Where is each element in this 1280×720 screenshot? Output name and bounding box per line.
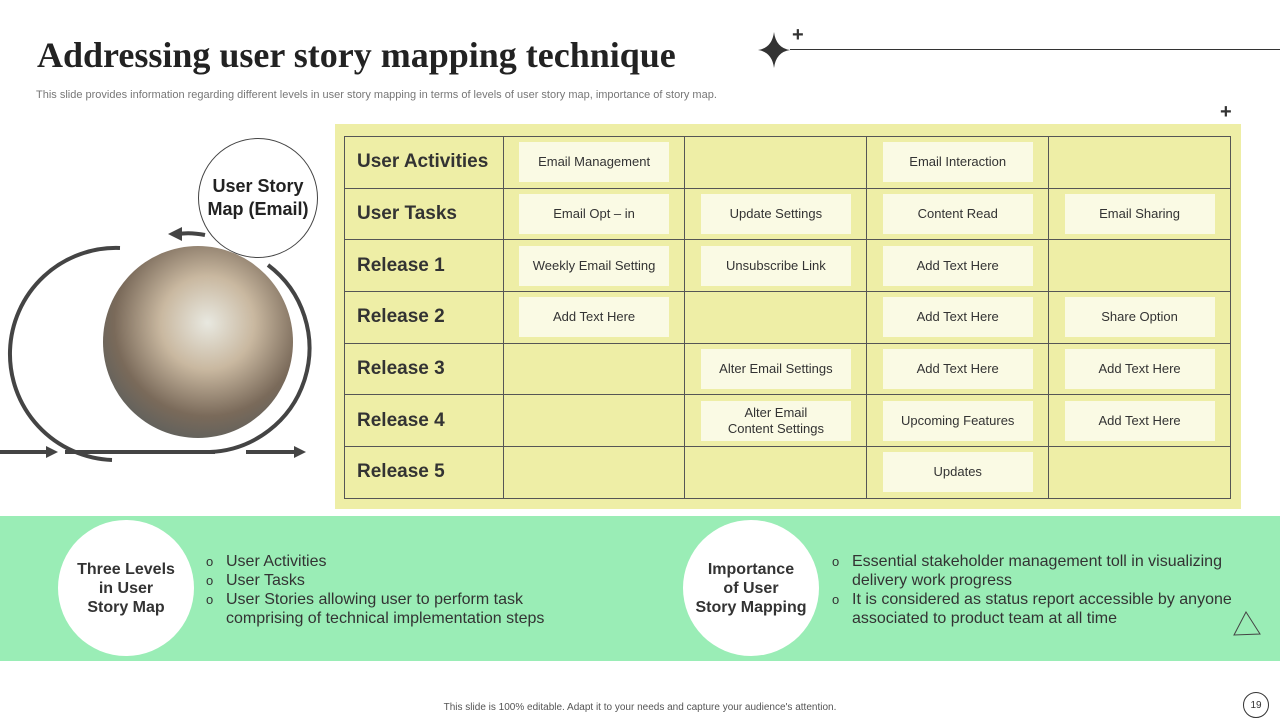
importance-list: Essential stakeholder management toll in… bbox=[832, 552, 1232, 628]
table-cell: Alter Email Content Settings bbox=[684, 394, 868, 448]
table-row: User Activities Email Management Email Int… bbox=[344, 136, 1231, 189]
row-label: Release 3 bbox=[344, 342, 504, 396]
table-cell bbox=[1048, 239, 1231, 293]
story-map-label: User Story Map (Email) bbox=[198, 138, 318, 258]
table-cell: Weekly Email Setting bbox=[502, 239, 686, 293]
row-label: User Tasks bbox=[344, 187, 504, 241]
list-item: User Tasks bbox=[206, 571, 566, 590]
story-card: Add Text Here bbox=[1064, 400, 1215, 441]
table-cell: Add Text Here bbox=[866, 342, 1050, 396]
story-card: Upcoming Features bbox=[882, 400, 1033, 441]
table-cell bbox=[502, 342, 686, 396]
table-cell: Update Settings bbox=[684, 187, 868, 241]
table-cell: Email Interaction bbox=[866, 136, 1050, 189]
page-number: 19 bbox=[1243, 692, 1269, 718]
story-card: Content Read bbox=[882, 194, 1033, 235]
story-card: Add Text Here bbox=[882, 349, 1033, 390]
table-cell: Upcoming Features bbox=[866, 394, 1050, 448]
table-row: Release 4 Alter Email Content Settings Upc… bbox=[344, 394, 1231, 448]
table-row: Release 2 Add Text Here Add Text Here Share… bbox=[344, 291, 1231, 344]
story-card: Add Text Here bbox=[519, 297, 670, 338]
row-label: Release 4 bbox=[344, 394, 504, 448]
story-card: Add Text Here bbox=[882, 245, 1033, 286]
story-card: Update Settings bbox=[700, 194, 851, 235]
table-row: Release 1 Weekly Email Setting Unsubscribe… bbox=[344, 239, 1231, 293]
list-item: User Activities bbox=[206, 552, 566, 571]
table-cell: Unsubscribe Link bbox=[684, 239, 868, 293]
plus-icon: + bbox=[1220, 101, 1232, 123]
cycle-arrows-diagram bbox=[0, 227, 312, 462]
table-cell bbox=[684, 136, 868, 189]
table-cell: Add Text Here bbox=[1048, 394, 1231, 448]
story-card: Add Text Here bbox=[882, 297, 1033, 338]
plus-icon: + bbox=[792, 24, 804, 46]
story-card: Alter Email Settings bbox=[700, 349, 851, 390]
table-row: User Tasks Email Opt – in Update Settings C… bbox=[344, 187, 1231, 241]
story-card: Email Opt – in bbox=[519, 194, 670, 235]
row-label: Release 2 bbox=[344, 291, 504, 344]
divider-line bbox=[790, 49, 1280, 50]
story-card: Email Interaction bbox=[882, 142, 1033, 183]
row-label: User Activities bbox=[344, 136, 504, 189]
table-cell bbox=[1048, 136, 1231, 189]
table-cell: Add Text Here bbox=[502, 291, 686, 344]
table-cell: Updates bbox=[866, 446, 1050, 499]
importance-title: Importance of User Story Mapping bbox=[683, 520, 819, 656]
table-row: Release 3 Alter Email Settings Add Text He… bbox=[344, 342, 1231, 396]
table-cell: Email Sharing bbox=[1048, 187, 1231, 241]
table-cell bbox=[502, 394, 686, 448]
levels-title: Three Levels in User Story Map bbox=[58, 520, 194, 656]
table-cell: Content Read bbox=[866, 187, 1050, 241]
table-cell: Share Option bbox=[1048, 291, 1231, 344]
triangle-icon bbox=[1233, 611, 1261, 636]
table-cell: Email Opt – in bbox=[502, 187, 686, 241]
story-card: Add Text Here bbox=[1064, 349, 1215, 390]
list-item: Essential stakeholder management toll in… bbox=[832, 552, 1232, 590]
table-cell: Add Text Here bbox=[866, 239, 1050, 293]
table-cell: Add Text Here bbox=[1048, 342, 1231, 396]
story-card: Alter Email Content Settings bbox=[700, 400, 851, 441]
list-item: User Stories allowing user to perform ta… bbox=[206, 590, 566, 628]
page-subtitle: This slide provides information regardin… bbox=[36, 89, 717, 101]
list-item: It is considered as status report access… bbox=[832, 590, 1232, 628]
row-label: Release 1 bbox=[344, 239, 504, 293]
table-cell: Add Text Here bbox=[866, 291, 1050, 344]
story-map-table: User Activities Email Management Email Int… bbox=[335, 124, 1241, 509]
story-card: Weekly Email Setting bbox=[519, 245, 670, 286]
story-card: Share Option bbox=[1064, 297, 1215, 338]
sparkle-icon bbox=[758, 32, 790, 68]
story-card: Updates bbox=[882, 452, 1033, 493]
table-cell bbox=[1048, 446, 1231, 499]
row-label: Release 5 bbox=[344, 446, 504, 499]
levels-list: User Activities User Tasks User Stories … bbox=[206, 552, 566, 628]
table-cell bbox=[684, 446, 868, 499]
table-row: Release 5 Updates bbox=[344, 446, 1231, 499]
page-title: Addressing user story mapping technique bbox=[37, 35, 676, 75]
footer-note: This slide is 100% editable. Adapt it to… bbox=[443, 702, 837, 713]
story-card: Email Sharing bbox=[1064, 194, 1215, 235]
story-card: Unsubscribe Link bbox=[700, 245, 851, 286]
table-cell bbox=[502, 446, 686, 499]
team-meeting-photo bbox=[103, 246, 293, 438]
table-cell: Alter Email Settings bbox=[684, 342, 868, 396]
table-cell: Email Management bbox=[502, 136, 686, 189]
story-card: Email Management bbox=[519, 142, 670, 183]
table-cell bbox=[684, 291, 868, 344]
